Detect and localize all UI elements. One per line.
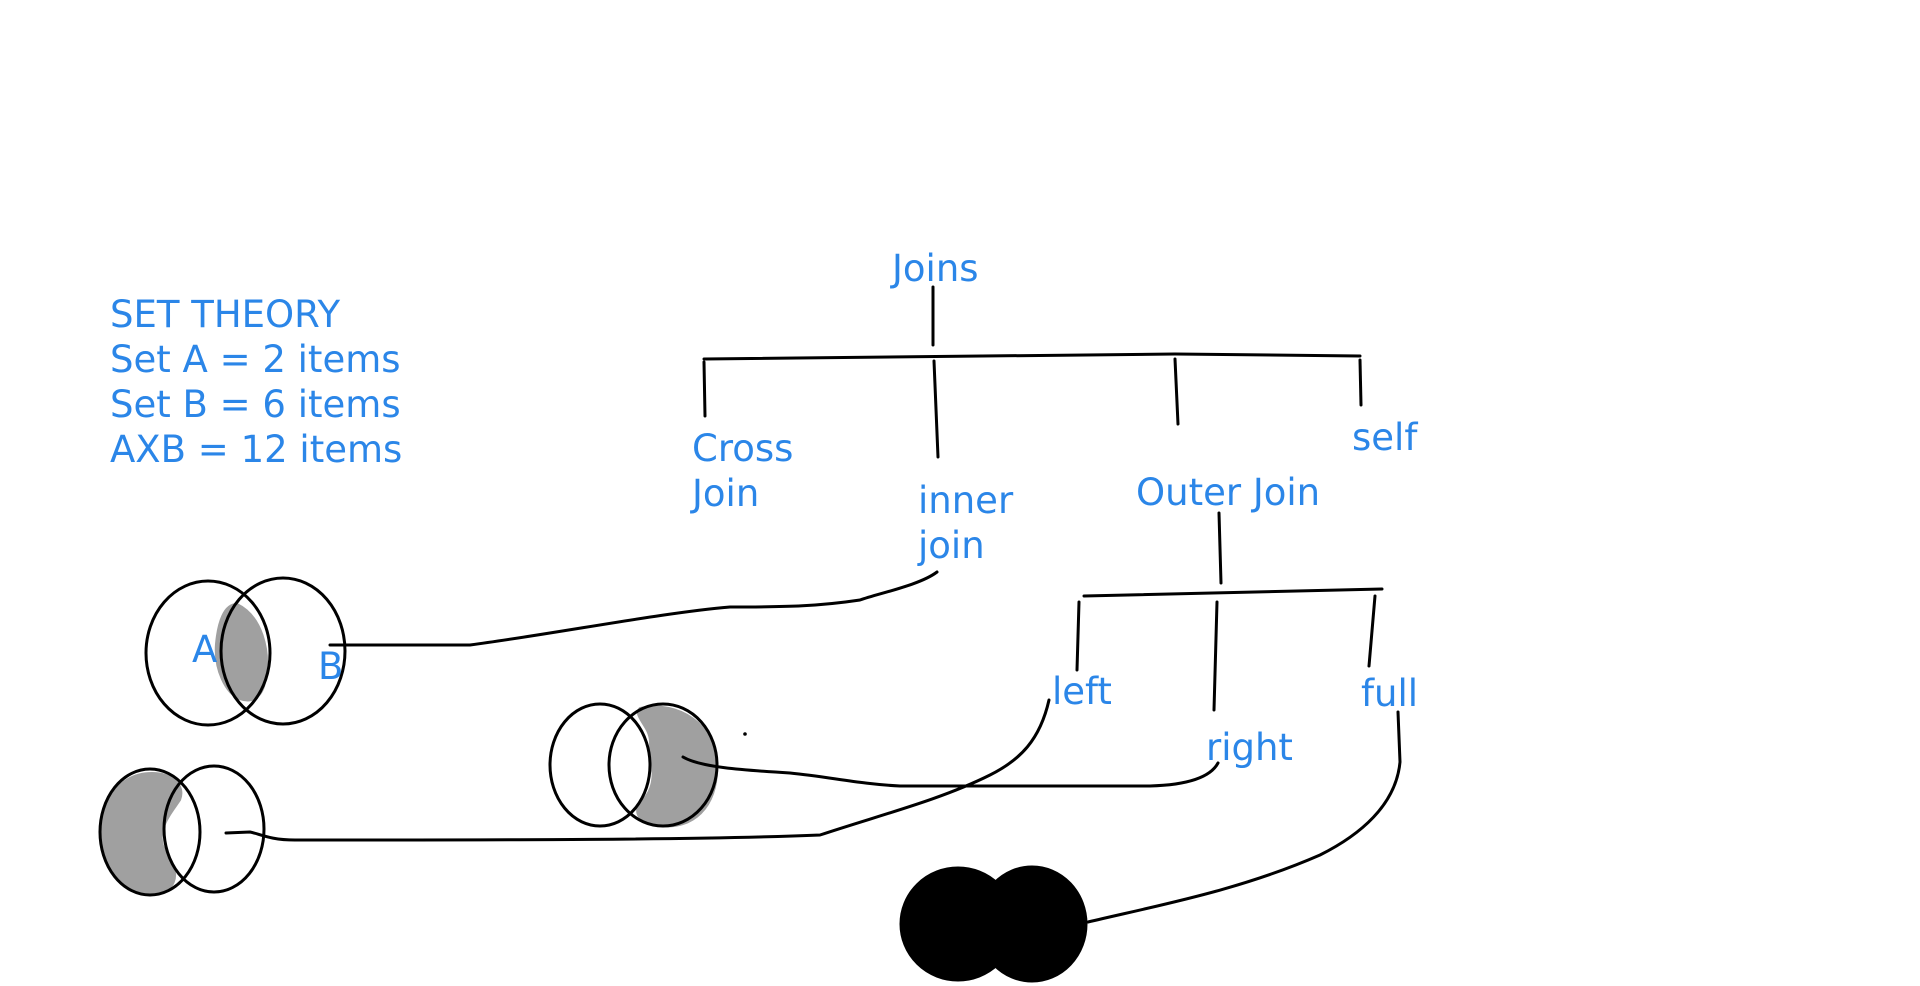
venn-right-join [548, 702, 747, 828]
node-left: left [1052, 670, 1112, 713]
branch-outer-join [1173, 357, 1180, 426]
venn-label-b: B [318, 645, 344, 688]
branch-cross-join [702, 360, 707, 418]
connector-left-join [224, 698, 1051, 842]
tree-connectors [702, 285, 1384, 712]
set-theory-line-3: AXB = 12 items [110, 428, 403, 471]
venn-inner-circle-a [144, 579, 272, 727]
venn-connectors [224, 570, 1402, 924]
venn-inner-join [144, 576, 347, 727]
venn-right-circle-a [548, 702, 652, 828]
venn-inner-circle-b [219, 576, 347, 726]
outer-join-stem [1217, 511, 1223, 585]
venn-full-circle-b [976, 865, 1088, 983]
set-theory-line-2: Set B = 6 items [110, 383, 401, 426]
node-cross-join-line-2: Join [692, 472, 760, 515]
branch-self [1358, 358, 1363, 407]
venn-full-join [899, 865, 1088, 983]
venn-right-circle-b [607, 702, 719, 828]
outer-branch-line [1082, 587, 1384, 598]
venn-left-circle-a [98, 767, 202, 897]
node-right: right [1206, 726, 1293, 769]
venn-left-join [98, 764, 266, 897]
branch-full [1367, 594, 1377, 668]
venn-label-a: A [192, 628, 218, 671]
branch-left [1075, 600, 1081, 672]
tree-root-joins: Joins [892, 247, 979, 290]
branch-right [1212, 600, 1219, 712]
node-inner-join-line-2: join [918, 524, 985, 567]
node-inner-join-line-1: inner [918, 479, 1014, 522]
top-branch-line [702, 352, 1362, 361]
stray-dot [743, 732, 747, 736]
venn-left-shaded-set [100, 771, 183, 896]
connector-right-join [681, 755, 1220, 788]
set-theory-title: SET THEORY [110, 293, 341, 336]
connector-inner-join [328, 570, 939, 647]
venn-inner-shaded-intersection [214, 602, 268, 702]
venn-left-circle-b [162, 764, 266, 894]
set-theory-line-1: Set A = 2 items [110, 338, 401, 381]
node-cross-join-line-1: Cross [692, 427, 794, 470]
node-self: self [1352, 416, 1418, 459]
node-full: full [1361, 672, 1419, 715]
branch-inner-join [932, 359, 940, 459]
connector-full-join [1086, 710, 1402, 924]
node-outer-join: Outer Join [1136, 471, 1321, 514]
